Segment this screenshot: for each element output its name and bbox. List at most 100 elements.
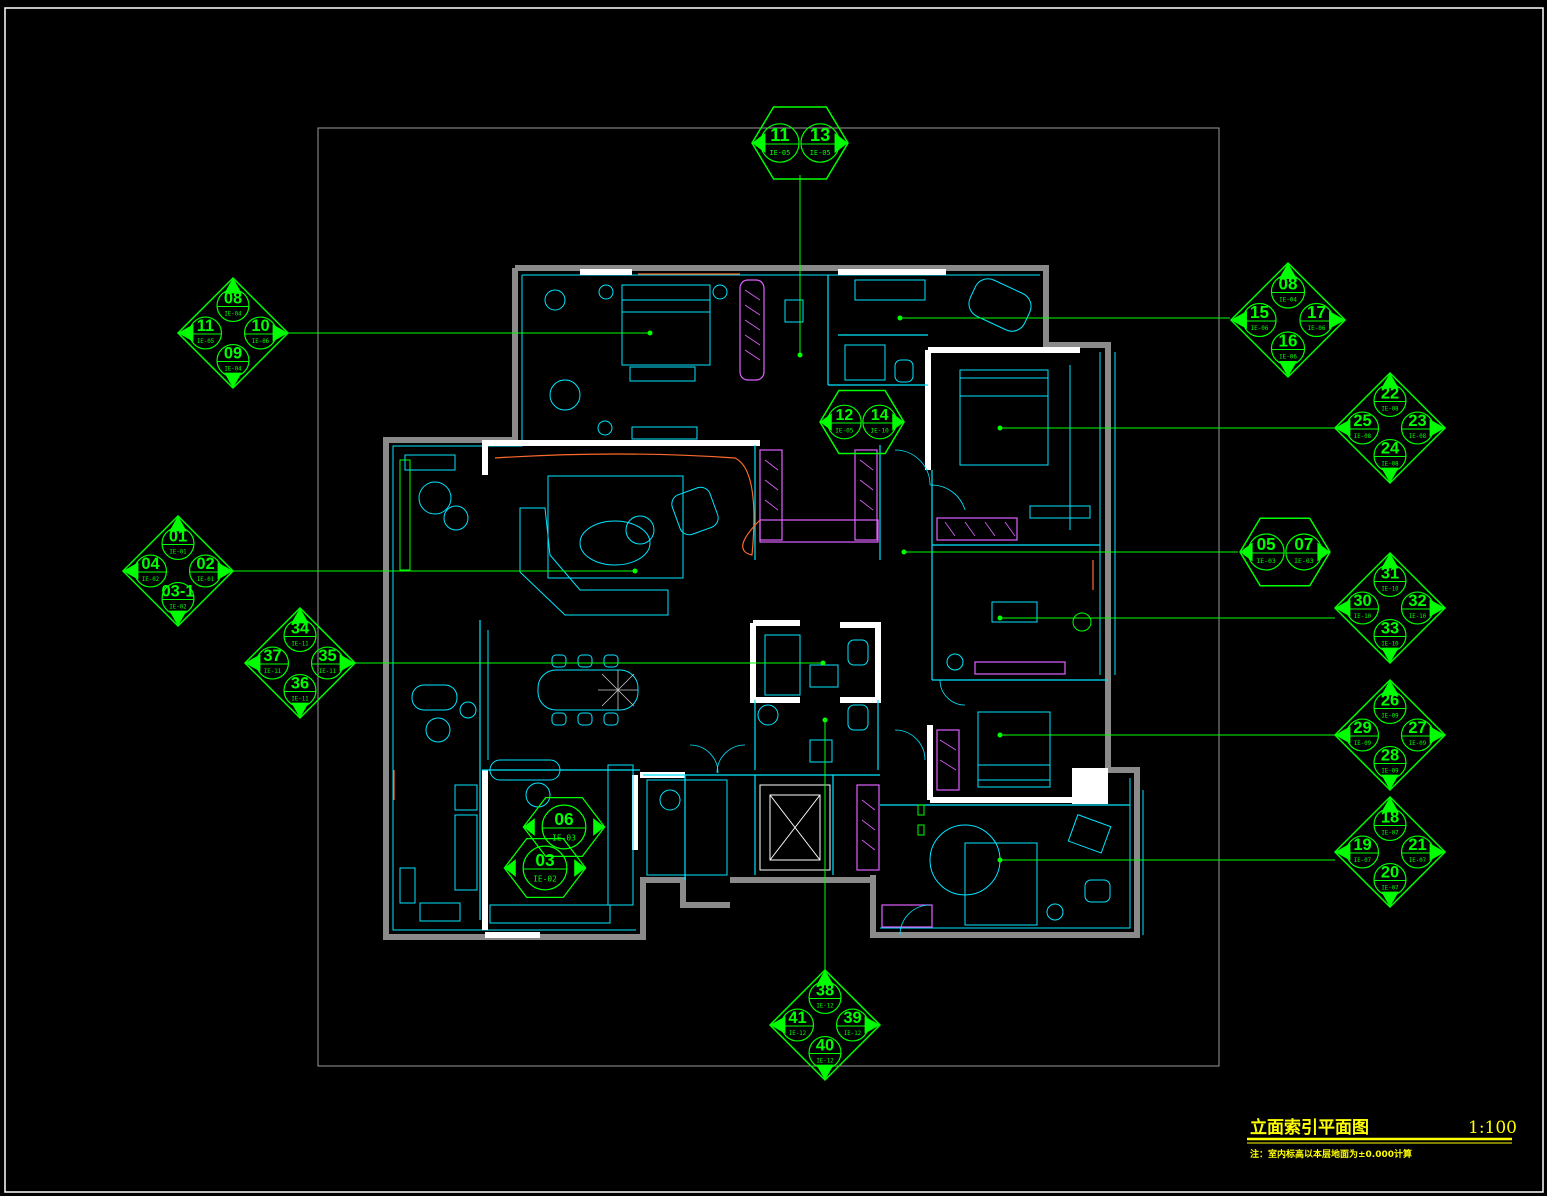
elevation-number-bottom: 28 <box>1381 747 1399 765</box>
elevation-number-top: 31 <box>1381 565 1399 583</box>
sheet-ref-top: IE-12 <box>816 1003 833 1009</box>
sheet-ref-right: IE-10 <box>871 427 890 434</box>
elevation-number-right: 35 <box>318 647 336 665</box>
drawing-note: 注：室内标高以本层地面为±0.000计算 <box>1250 1148 1412 1160</box>
elevation-number-bottom: 09 <box>224 345 242 363</box>
index-arrow-left <box>523 818 535 836</box>
index-circle-bottom <box>808 1035 842 1070</box>
elevation-number-left: 05 <box>1257 535 1277 554</box>
index-circle-right <box>1400 411 1435 445</box>
index-circle-center <box>522 845 568 891</box>
sheet-ref-top: IE-04 <box>1279 297 1297 304</box>
exterior-walls <box>383 265 1140 940</box>
index-circle-left <box>826 404 862 440</box>
sheet-ref-right: IE-09 <box>1409 741 1427 747</box>
elevation-number-left: 04 <box>141 555 160 573</box>
elevation-index-symbols: 08IE-0411IE-0510IE-0609IE-0411IE-0513IE-… <box>121 106 1447 1082</box>
index-circle-right <box>1400 591 1435 625</box>
elevation-number-left: 11 <box>770 124 789 145</box>
index-arrow-right <box>574 859 586 877</box>
elevation-number-right: 32 <box>1408 592 1426 610</box>
sheet-ref-bottom: IE-06 <box>1279 354 1297 361</box>
sheet-ref-top: IE-04 <box>224 311 242 317</box>
elevation-number-left: 30 <box>1353 592 1371 610</box>
study-furniture <box>946 601 1092 671</box>
sheet-ref-bottom: IE-02 <box>169 604 186 610</box>
master-bedroom-furniture <box>544 284 804 440</box>
sheet-ref-top: IE-08 <box>1381 406 1399 412</box>
sheet-ref-bottom: IE-09 <box>1381 768 1399 774</box>
sheet-ref-right: IE-08 <box>1409 434 1427 440</box>
elevation-number-left: 15 <box>1250 303 1270 322</box>
index-arrow-3 <box>1231 310 1247 330</box>
index-circle-top <box>808 980 842 1015</box>
sheet-ref-left: IE-08 <box>1354 434 1372 440</box>
index-circle-top <box>283 618 317 653</box>
elevation-number-left: 25 <box>1353 412 1371 430</box>
sheet-ref-right: IE-11 <box>319 669 337 675</box>
sheet-ref-bottom: IE-11 <box>291 696 309 702</box>
index-circle-bottom <box>1373 618 1407 653</box>
master-bath-fixtures <box>844 278 1032 383</box>
index-circle-right <box>1285 533 1323 571</box>
index-arrow-right <box>892 413 904 431</box>
index-circle-left <box>760 123 800 163</box>
sheet-ref-right: IE-01 <box>197 577 215 583</box>
index-circle-bottom <box>1270 331 1306 366</box>
sheet-ref-top: IE-07 <box>1381 830 1399 836</box>
elevation-number-right: 21 <box>1408 836 1426 854</box>
elevation-number-right: 07 <box>1294 535 1313 554</box>
sheet-ref-top: IE-10 <box>1381 586 1399 592</box>
index-circle-top <box>161 526 195 561</box>
index-circle-left <box>1345 835 1380 869</box>
sheet-ref-left: IE-12 <box>789 1031 806 1037</box>
index-circle-left <box>1247 533 1285 571</box>
elevation-number-bottom: 16 <box>1278 332 1297 351</box>
elevation-number-top: 01 <box>169 528 187 546</box>
elevation-number-right: 10 <box>251 317 269 335</box>
elevation-number-right: 39 <box>843 1009 861 1027</box>
index-circle-right <box>835 1008 870 1042</box>
drawing-title: 立面索引平面图 <box>1250 1117 1369 1138</box>
elevation-number-right: 23 <box>1408 412 1426 430</box>
floor-plan <box>383 265 1144 940</box>
elevation-number-top: 08 <box>224 290 242 308</box>
index-circle-left <box>133 554 168 588</box>
index-arrow-right <box>593 818 605 836</box>
sheet-ref-bottom: IE-08 <box>1381 461 1399 467</box>
index-circle-right <box>1400 718 1435 752</box>
living-room-furniture <box>399 454 719 616</box>
index-circle-right <box>862 404 898 440</box>
elevation-number-bottom: 36 <box>291 675 309 693</box>
sheet-ref-center: IE-03 <box>552 834 576 843</box>
elevation-number-center: 03 <box>535 850 555 870</box>
sheet-ref-left: IE-10 <box>1354 614 1372 620</box>
index-circle-right <box>188 554 223 588</box>
kitchen-furniture <box>399 759 634 924</box>
index-arrow-1 <box>1329 310 1345 330</box>
elevation-number-bottom: 03-1 <box>161 583 194 601</box>
sheet-ref-left: IE-05 <box>769 149 790 157</box>
elevation-number-left: 12 <box>835 407 853 424</box>
index-arrow-0 <box>1278 263 1298 279</box>
elevation-number-top: 08 <box>1278 275 1297 294</box>
index-circle-right <box>800 123 840 163</box>
index-circle-top <box>216 288 250 323</box>
index-circle-center <box>541 804 587 850</box>
sheet-ref-left: IE-07 <box>1354 858 1372 864</box>
sheet-ref-left: IE-02 <box>142 577 159 583</box>
elevation-number-top: 22 <box>1381 385 1399 403</box>
